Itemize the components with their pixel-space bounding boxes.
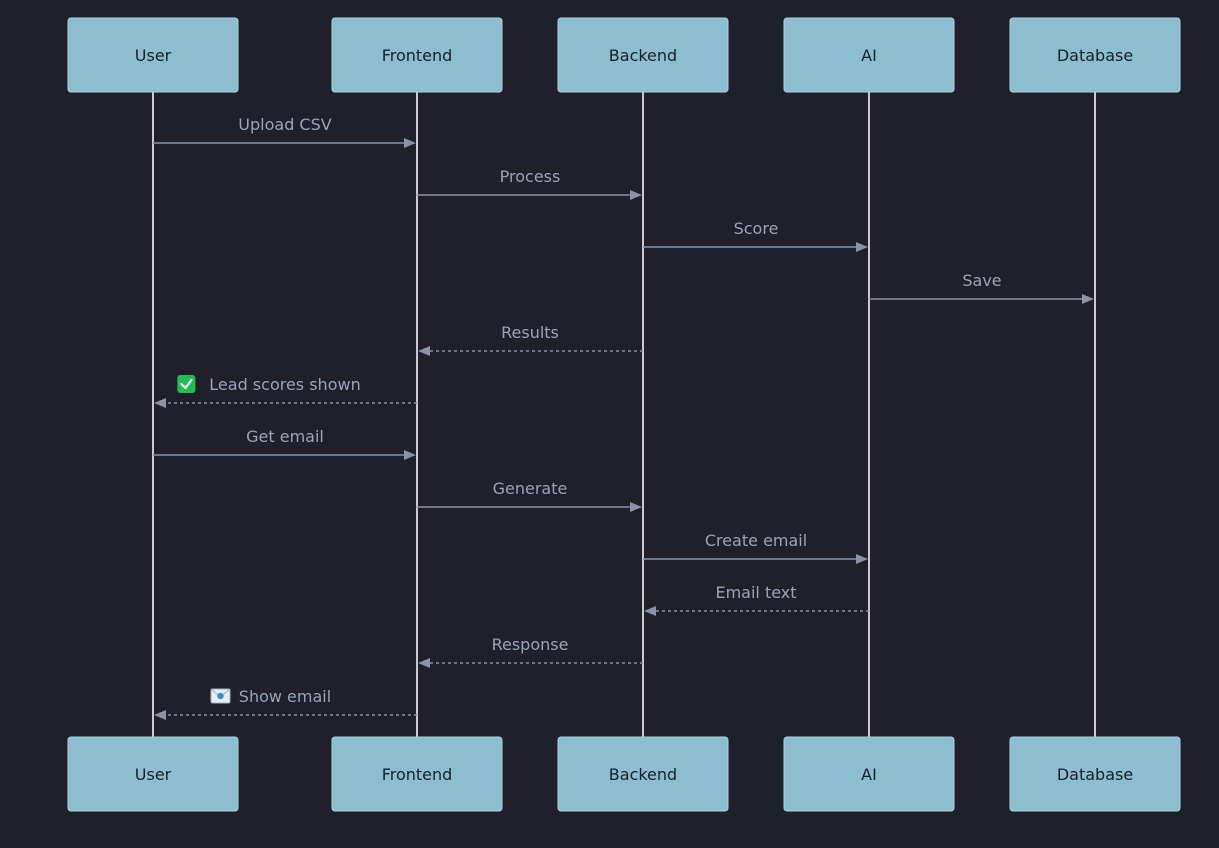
- actor-label: User: [135, 46, 172, 65]
- message-label: Upload CSV: [238, 115, 331, 134]
- actor-user-bottom: User: [67, 736, 239, 812]
- message-label: Generate: [493, 479, 568, 498]
- actor-label: Frontend: [382, 46, 453, 65]
- actor-box: [783, 736, 955, 812]
- message: Results: [418, 323, 643, 356]
- actor-label: AI: [861, 46, 877, 65]
- actor-ai-top: AI: [783, 17, 955, 93]
- actor-box: [67, 736, 239, 812]
- arrowhead: [856, 242, 868, 252]
- arrowhead: [418, 346, 430, 356]
- actor-label: Database: [1057, 765, 1133, 784]
- message-label: Create email: [705, 531, 807, 550]
- message-label: Get email: [246, 427, 324, 446]
- actor-box: [67, 17, 239, 93]
- arrowhead: [154, 398, 166, 408]
- arrowhead: [154, 710, 166, 720]
- email-icon: [210, 688, 231, 704]
- message: Lead scores shown: [154, 375, 417, 408]
- actor-box: [331, 736, 503, 812]
- actor-label: Backend: [609, 765, 677, 784]
- message-label: Email text: [715, 583, 796, 602]
- actor-database-bottom: Database: [1009, 736, 1181, 812]
- actor-label: Frontend: [382, 765, 453, 784]
- message-label: Lead scores shown: [209, 375, 360, 394]
- actor-user-top: User: [67, 17, 239, 93]
- message-label: Process: [500, 167, 561, 186]
- actor-box: [1009, 736, 1181, 812]
- actor-frontend-top: Frontend: [331, 17, 503, 93]
- lifelines: [152, 92, 1096, 737]
- message: Generate: [417, 479, 642, 512]
- message: Show email: [154, 687, 417, 720]
- actor-box: [331, 17, 503, 93]
- actor-label: AI: [861, 765, 877, 784]
- arrowhead: [404, 450, 416, 460]
- actor-frontend-bottom: Frontend: [331, 736, 503, 812]
- actor-box: [557, 736, 729, 812]
- message-label: Response: [492, 635, 569, 654]
- message: Email text: [644, 583, 869, 616]
- message: Response: [418, 635, 643, 668]
- actor-label: Backend: [609, 46, 677, 65]
- arrowhead: [1082, 294, 1094, 304]
- actor-label: User: [135, 765, 172, 784]
- message-label: Save: [962, 271, 1001, 290]
- arrowhead: [630, 190, 642, 200]
- actor-backend-top: Backend: [557, 17, 729, 93]
- message: Score: [643, 219, 868, 252]
- message: Get email: [153, 427, 416, 460]
- actor-box: [783, 17, 955, 93]
- message: Process: [417, 167, 642, 200]
- arrowhead: [418, 658, 430, 668]
- actors: UserUserFrontendFrontendBackendBackendAI…: [67, 17, 1181, 812]
- arrowhead: [404, 138, 416, 148]
- actor-label: Database: [1057, 46, 1133, 65]
- actor-backend-bottom: Backend: [557, 736, 729, 812]
- actor-box: [1009, 17, 1181, 93]
- actor-database-top: Database: [1009, 17, 1181, 93]
- message: Upload CSV: [153, 115, 416, 148]
- message-label: Results: [501, 323, 559, 342]
- arrowhead: [630, 502, 642, 512]
- message-label: Show email: [239, 687, 331, 706]
- arrowhead: [644, 606, 656, 616]
- check-mark-icon: [177, 375, 196, 393]
- message-label: Score: [734, 219, 779, 238]
- message: Create email: [643, 531, 868, 564]
- arrowhead: [856, 554, 868, 564]
- message: Save: [869, 271, 1094, 304]
- actor-ai-bottom: AI: [783, 736, 955, 812]
- actor-box: [557, 17, 729, 93]
